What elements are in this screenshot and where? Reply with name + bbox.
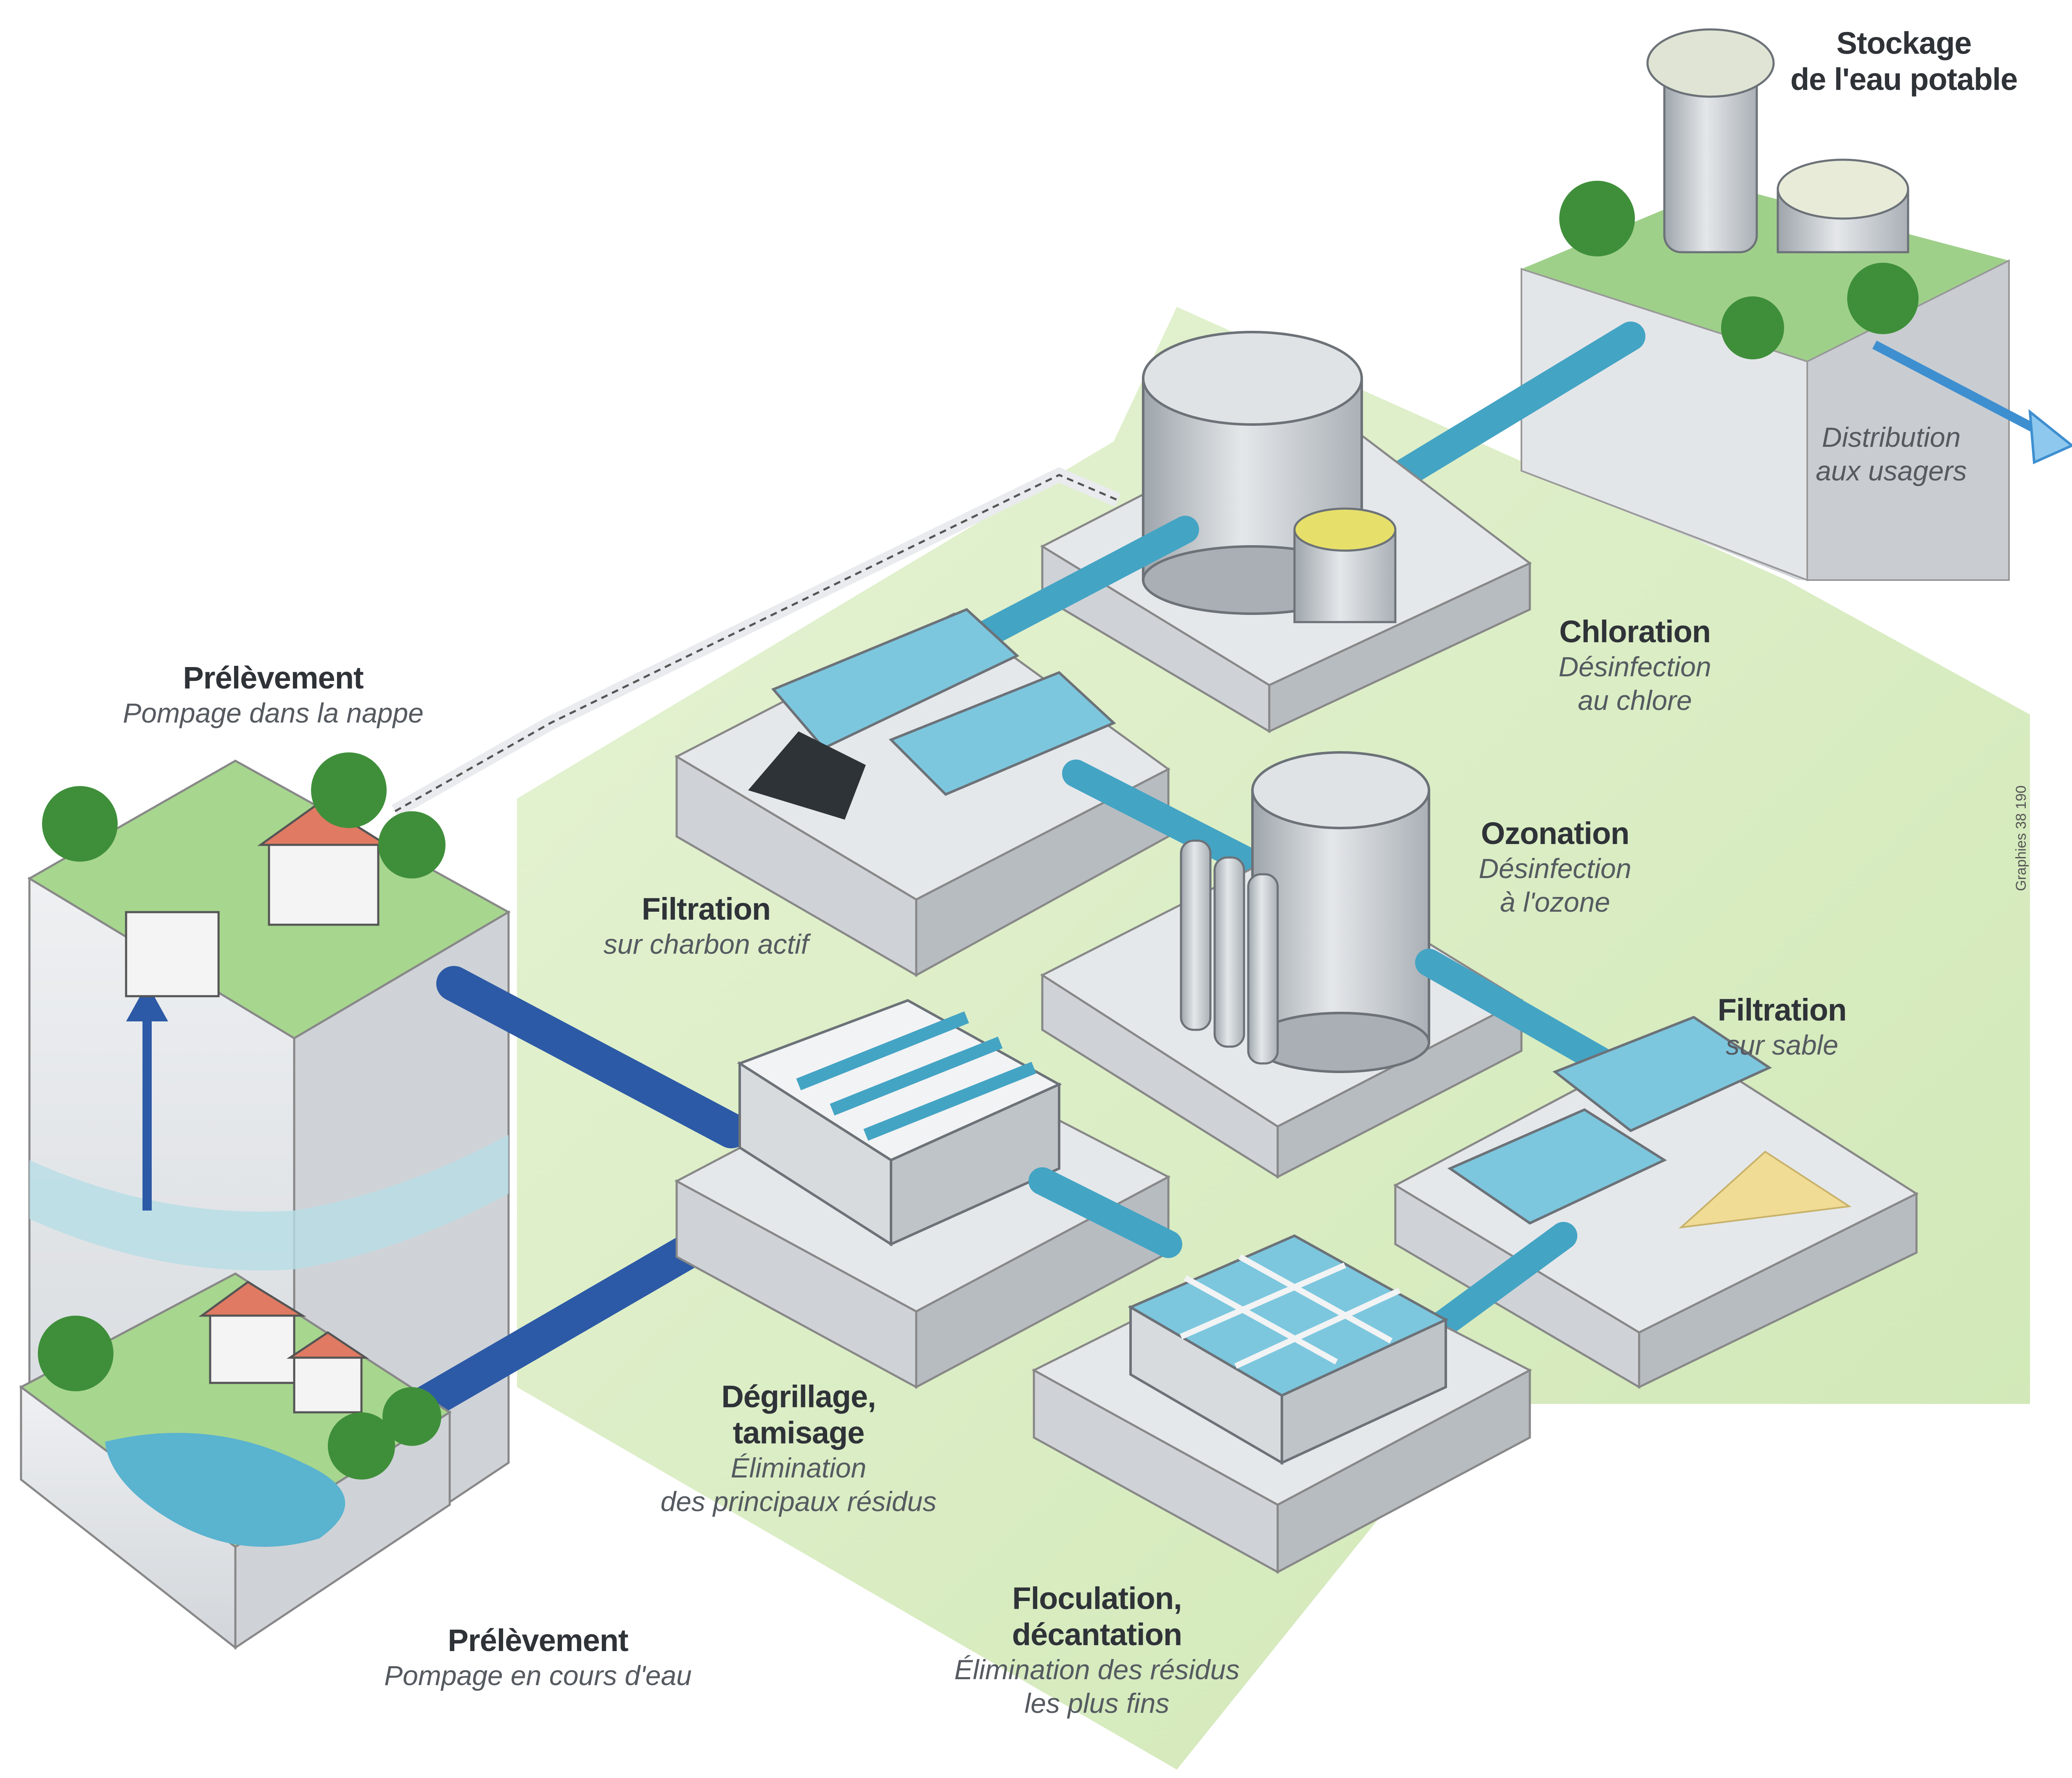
chloration-line-1: Désinfection [1558, 651, 1711, 682]
carbon-filtration-subtitle: sur charbon actif [604, 929, 809, 960]
groundwater-intake-label: Prélèvement Pompage dans la nappe [84, 660, 462, 730]
groundwater-intake-title: Prélèvement [183, 660, 364, 695]
flocculation-line-1: Élimination des résidus [954, 1654, 1240, 1685]
distribution-line-1: Distribution [1822, 422, 1961, 453]
river-pump-house-icon [209, 1314, 295, 1384]
pump-arrow-icon [126, 984, 168, 1021]
ozonation-block [1040, 751, 1524, 1179]
carbon-filtration-block [674, 608, 1170, 977]
graphics-credit: Graphies 38 190 [2013, 785, 2029, 891]
ozonation-line-1: Désinfection [1479, 853, 1632, 884]
pump-house-icon [268, 844, 380, 926]
distribution-arrow-icon [2028, 409, 2072, 464]
river-intake-block [19, 1272, 452, 1650]
storage-title-line-1: Stockage [1836, 26, 1972, 61]
pipe-ozone-to-carbon [1062, 760, 1271, 880]
pipe-flocculation-to-sand [1424, 1222, 1577, 1342]
storage-block [1521, 28, 2072, 581]
screening-line-1: Élimination [730, 1452, 867, 1483]
storage-label: Stockage de l'eau potable [1757, 25, 2051, 98]
pipe-groundwater-to-screening [436, 966, 749, 1148]
groundwater-intake-subtitle: Pompage dans la nappe [123, 697, 424, 728]
pipe-screening-to-flocculation [1028, 1167, 1182, 1258]
sand-filtration-subtitle: sur sable [1726, 1029, 1838, 1060]
river-intake-title: Prélèvement [448, 1623, 628, 1658]
flocculation-title-line-1: Floculation, [1012, 1581, 1182, 1616]
chlorine-tank-icon [1293, 507, 1397, 552]
distribution-line-2: aux usagers [1816, 455, 1967, 486]
river-intake-label: Prélèvement Pompage en cours d'eau [336, 1622, 740, 1692]
flocculation-line-2: les plus fins [1024, 1688, 1170, 1719]
river-water [105, 1432, 345, 1547]
screening-title-line-2: tamisage [733, 1415, 865, 1450]
ozonation-line-2: à l'ozone [1500, 886, 1611, 918]
screening-line-2: des principaux résidus [660, 1486, 937, 1517]
chloration-line-2: au chlore [1578, 685, 1692, 716]
carbon-filtration-title: Filtration [641, 892, 771, 926]
chloration-label: Chloration Désinfection au chlore [1505, 614, 1765, 717]
screening-label: Dégrillage, tamisage Élimination des pri… [614, 1379, 983, 1518]
storage-title-line-2: de l'eau potable [1790, 62, 2018, 97]
distribution-label: Distribution aux usagers [1782, 420, 2001, 488]
river-intake-subtitle: Pompage en cours d'eau [384, 1660, 692, 1691]
sand-pile-icon [1678, 1150, 1852, 1229]
carbon-filtration-label: Filtration sur charbon actif [555, 891, 857, 961]
sand-filtration-label: Filtration sur sable [1664, 992, 1900, 1062]
ozonation-title: Ozonation [1481, 816, 1630, 851]
screening-block [674, 999, 1171, 1389]
charcoal-pile-icon [748, 731, 866, 820]
chloration-title: Chloration [1559, 614, 1711, 649]
groundwater-intake-block [27, 752, 511, 1608]
flocculation-block [1031, 1234, 1532, 1574]
screening-title-line-1: Dégrillage, [721, 1379, 876, 1414]
sand-filtration-title: Filtration [1717, 992, 1847, 1027]
flocculation-label: Floculation, décantation Élimination des… [908, 1580, 1286, 1720]
gas-cylinder-icon [1180, 839, 1212, 1031]
pipe-sand-to-ozone [1415, 949, 1619, 1077]
flocculation-title-line-2: décantation [1012, 1617, 1182, 1652]
ozonation-label: Ozonation Désinfection à l'ozone [1425, 815, 1685, 919]
